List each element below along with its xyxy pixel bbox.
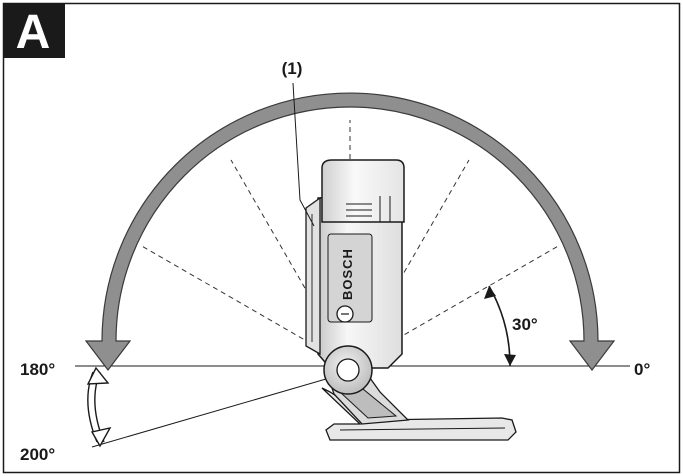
angle-label-30: 30° <box>512 315 538 334</box>
rotation-arc-arrow <box>84 92 616 371</box>
brand-wordmark: BOSCH <box>340 248 355 300</box>
callout-leader-line <box>292 82 315 227</box>
callout-1-label: (1) <box>282 59 303 78</box>
angle-label-200: 200° <box>20 445 55 464</box>
angle-label-180: 180° <box>20 360 55 379</box>
angle-arrow-30 <box>484 285 516 367</box>
device-side-grip <box>305 196 321 356</box>
device-head <box>321 159 405 223</box>
laser-device <box>305 159 517 441</box>
reference-line-200 <box>91 378 327 448</box>
panel-label-tab: A <box>3 3 65 59</box>
device-brand-panel <box>327 233 373 323</box>
angle-label-0: 0° <box>634 360 650 379</box>
angle-arrow-200 <box>86 366 112 448</box>
panel-letter: A <box>16 6 51 59</box>
device-vents <box>346 196 391 222</box>
